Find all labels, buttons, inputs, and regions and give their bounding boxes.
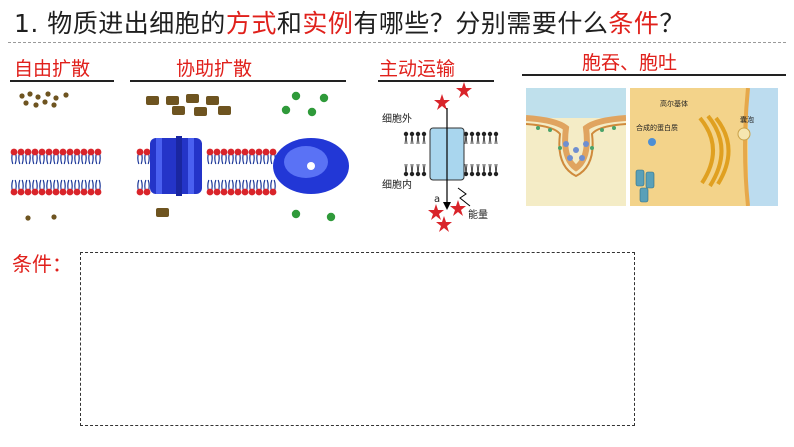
carrier-protein xyxy=(273,138,349,194)
lipid-bilayer xyxy=(136,148,277,196)
channel-protein xyxy=(150,136,202,196)
question-prefix: 1. 物质进出细胞的 xyxy=(14,9,226,38)
heading-active-transport: 主动运输 xyxy=(379,58,456,80)
question-suffix: ？ xyxy=(659,9,685,38)
exocytosis-diagram: 高尔基体 合成的蛋白质 囊泡 xyxy=(630,88,778,206)
facilitated-diffusion-diagram xyxy=(136,91,349,222)
lipid-bilayer-schematic xyxy=(403,131,499,177)
stars-outside xyxy=(434,82,472,110)
keyword-method: 方式 xyxy=(225,9,277,38)
endocytosis-diagram xyxy=(526,88,626,206)
active-transport-diagram: 细胞外 细胞内 a 能量 xyxy=(382,82,499,232)
condition-answer-box[interactable] xyxy=(80,252,635,426)
title-divider xyxy=(8,42,786,43)
heading-facilitated-diffusion: 协助扩散 xyxy=(176,58,253,80)
question-mid2: 有哪些？分别需要什么 xyxy=(353,9,609,38)
simple-diffusion-diagram xyxy=(10,91,102,221)
rule-facilitated-diffusion xyxy=(130,80,346,82)
brown-carrier-particles xyxy=(146,94,231,217)
condition-label: 条件： xyxy=(12,252,72,276)
green-particles xyxy=(281,91,336,222)
rule-endo-exocytosis xyxy=(522,74,786,76)
stars-inside xyxy=(428,200,466,232)
keyword-condition: 条件 xyxy=(608,9,660,38)
rule-simple-diffusion xyxy=(10,80,114,82)
label-inside: 细胞内 xyxy=(382,178,412,191)
label-vesicle: 囊泡 xyxy=(740,115,754,124)
bottom-particles xyxy=(25,214,57,221)
keyword-example: 实例 xyxy=(302,9,354,38)
top-particles xyxy=(19,91,69,108)
rule-active-transport xyxy=(378,80,494,82)
label-outside: 细胞外 xyxy=(382,112,412,125)
heading-simple-diffusion: 自由扩散 xyxy=(14,58,91,80)
label-protein: 合成的蛋白质 xyxy=(636,123,678,132)
label-energy: 能量 xyxy=(468,208,488,221)
question-title: 1. 物质进出细胞的方式和实例有哪些？分别需要什么条件？ xyxy=(14,4,685,40)
label-golgi: 高尔基体 xyxy=(660,99,688,108)
question-mid1: 和 xyxy=(276,9,303,38)
label-carrier: a xyxy=(434,194,440,205)
lipid-bilayer xyxy=(10,148,102,196)
energy-arrow xyxy=(457,187,471,207)
heading-endo-exocytosis: 胞吞、胞吐 xyxy=(582,52,678,74)
